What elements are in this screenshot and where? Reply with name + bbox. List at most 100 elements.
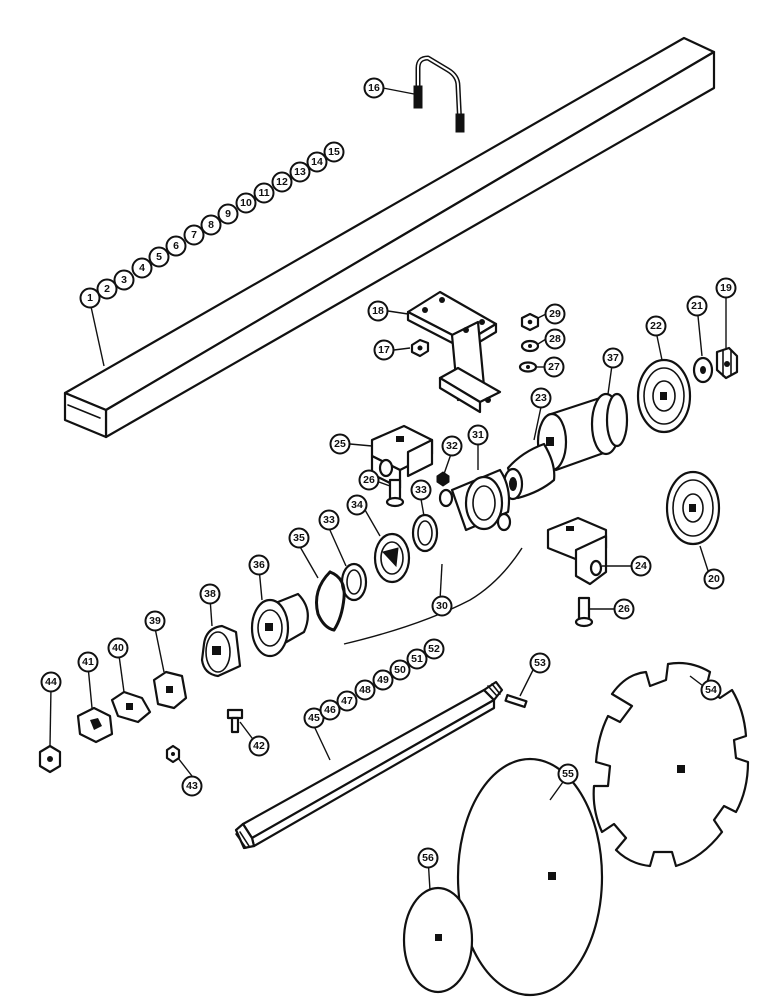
callout-26-lower: 26 — [613, 598, 635, 620]
callout-21: 21 — [686, 295, 708, 317]
svg-text:32: 32 — [446, 440, 458, 452]
callout-47: 47 — [336, 690, 358, 712]
svg-text:35: 35 — [293, 532, 305, 544]
callout-50: 50 — [389, 659, 411, 681]
svg-text:43: 43 — [186, 780, 198, 792]
callout-6: 6 — [165, 235, 187, 257]
svg-text:34: 34 — [351, 499, 363, 511]
svg-text:45: 45 — [308, 712, 320, 724]
callout-52: 52 — [423, 638, 445, 660]
callout-10: 10 — [235, 192, 257, 214]
block-38 — [200, 624, 242, 678]
bumper-36 — [250, 592, 309, 658]
callout-34: 34 — [346, 494, 368, 516]
svg-text:23: 23 — [535, 392, 547, 404]
nut-17 — [410, 338, 430, 358]
svg-text:19: 19 — [720, 282, 732, 294]
callout-15: 15 — [323, 141, 345, 163]
svg-text:36: 36 — [253, 559, 265, 571]
leader-lines — [49, 87, 727, 891]
callout-11: 11 — [253, 182, 275, 204]
callout-12: 12 — [271, 171, 293, 193]
callout-42: 42 — [248, 735, 270, 757]
callout-16: 16 — [363, 77, 385, 99]
callout-35: 35 — [288, 527, 310, 549]
plain-disc-55 — [456, 757, 604, 997]
callout-20: 20 — [703, 568, 725, 590]
callout-55: 55 — [557, 763, 579, 785]
svg-text:56: 56 — [422, 852, 434, 864]
hardware-27-28-29 — [518, 312, 540, 373]
callout-14: 14 — [306, 151, 328, 173]
callout-23: 23 — [530, 387, 552, 409]
svg-text:9: 9 — [225, 208, 231, 220]
svg-text:55: 55 — [562, 768, 574, 780]
callout-56: 56 — [417, 847, 439, 869]
group-bracket-30 — [343, 547, 523, 645]
svg-text:41: 41 — [82, 656, 94, 668]
callout-22: 22 — [645, 315, 667, 337]
callout-33-upper: 33 — [410, 479, 432, 501]
bracket-24 — [546, 516, 608, 586]
svg-text:11: 11 — [258, 187, 269, 199]
callout-5: 5 — [148, 246, 170, 268]
svg-text:30: 30 — [436, 600, 448, 612]
callout-2: 2 — [96, 278, 118, 300]
svg-text:46: 46 — [324, 704, 336, 716]
bracket-25 — [370, 424, 434, 490]
svg-text:22: 22 — [650, 320, 662, 332]
callout-51: 51 — [406, 648, 428, 670]
svg-text:37: 37 — [607, 352, 619, 364]
svg-text:1: 1 — [87, 292, 93, 304]
spool — [536, 392, 629, 472]
callout-circles: 1 2 3 4 5 6 7 8 9 10 11 12 13 14 15 16 1… — [40, 77, 737, 869]
cone-23 — [502, 442, 556, 501]
svg-text:21: 21 — [691, 300, 703, 312]
callout-46: 46 — [319, 699, 341, 721]
svg-text:33: 33 — [323, 514, 335, 526]
svg-text:27: 27 — [548, 361, 560, 373]
svg-text:51: 51 — [411, 653, 423, 665]
svg-text:10: 10 — [240, 197, 252, 209]
svg-text:54: 54 — [705, 684, 717, 696]
bearing-hanger — [406, 290, 502, 414]
flanged-washer-20 — [665, 470, 721, 546]
pin-53 — [504, 693, 528, 709]
svg-text:3: 3 — [121, 274, 127, 286]
svg-text:8: 8 — [208, 219, 214, 231]
plate-39 — [152, 670, 188, 710]
callout-48: 48 — [354, 679, 376, 701]
washer-21 — [692, 356, 714, 384]
callout-43: 43 — [181, 775, 203, 797]
svg-text:33: 33 — [415, 484, 427, 496]
bolt-26-upper — [385, 478, 405, 508]
callout-30: 30 — [431, 595, 453, 617]
callout-49: 49 — [372, 669, 394, 691]
callout-37: 37 — [602, 347, 624, 369]
grease-fitting-32 — [436, 471, 450, 487]
callout-19: 19 — [715, 277, 737, 299]
svg-text:53: 53 — [534, 657, 546, 669]
callout-3: 3 — [113, 269, 135, 291]
nut-43 — [165, 744, 181, 764]
callout-54: 54 — [700, 679, 722, 701]
flanged-washer-22 — [636, 358, 692, 434]
svg-text:52: 52 — [428, 643, 440, 655]
callout-7: 7 — [183, 224, 205, 246]
callout-28: 28 — [544, 328, 566, 350]
callout-45: 45 — [303, 707, 325, 729]
callout-26-upper: 26 — [358, 469, 380, 491]
callout-53: 53 — [529, 652, 551, 674]
callout-1: 1 — [79, 287, 101, 309]
axle-shaft-45 — [234, 680, 504, 850]
bearing-housing-31 — [438, 468, 512, 532]
washer-33-upper — [411, 513, 439, 553]
plate-40 — [110, 690, 152, 724]
snap-ring-35 — [315, 570, 346, 632]
plate-41 — [76, 706, 114, 744]
callout-13: 13 — [289, 161, 311, 183]
svg-text:5: 5 — [156, 251, 162, 263]
svg-text:49: 49 — [377, 674, 389, 686]
small-disc-56 — [402, 886, 474, 994]
callout-27: 27 — [543, 356, 565, 378]
